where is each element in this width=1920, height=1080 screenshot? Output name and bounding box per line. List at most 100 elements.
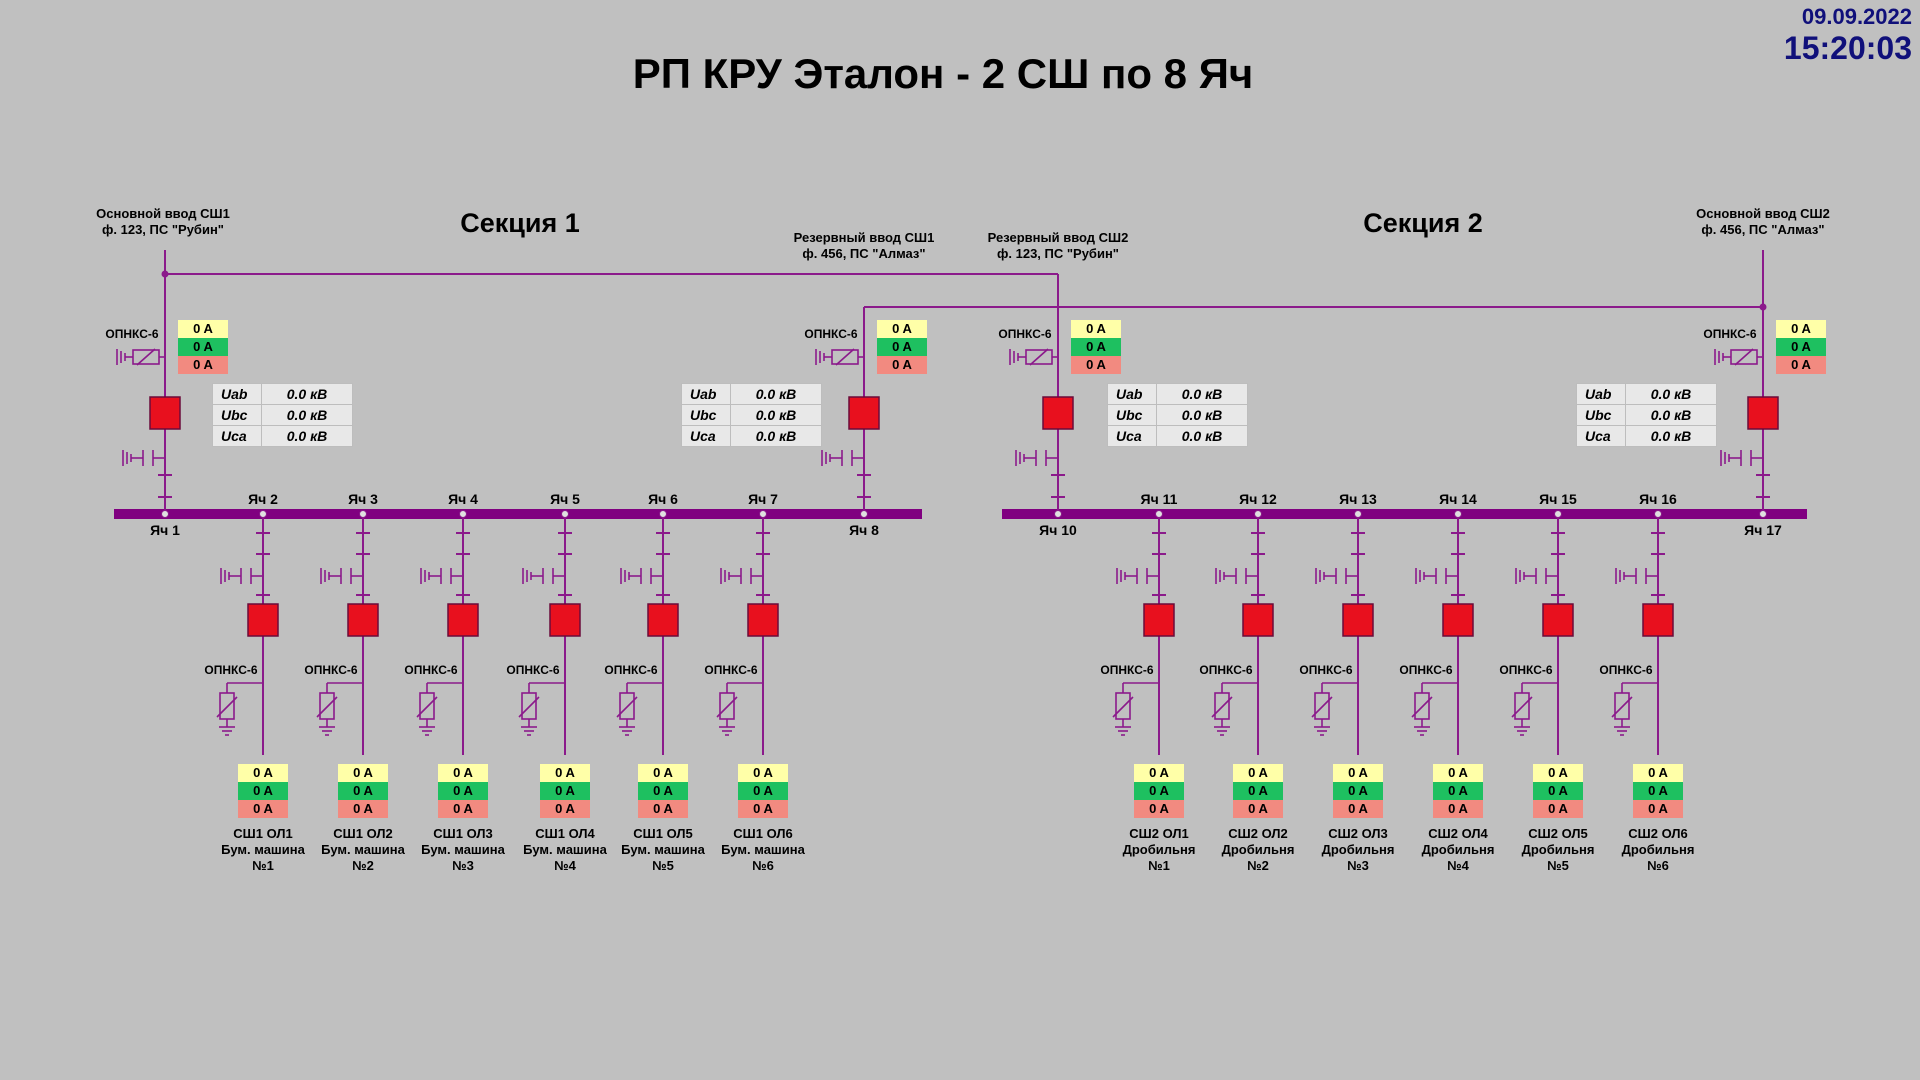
input-feeder: ф. 456, ПС "Алмаз"	[1701, 222, 1825, 237]
phase-c-current: 0 A	[540, 800, 590, 818]
phase-b-current: 0 A	[238, 782, 288, 800]
feeder-bay-12-bus-dot	[1654, 510, 1662, 518]
ubc-label: Ubc	[1107, 404, 1157, 426]
phase-b-current: 0 A	[877, 338, 927, 356]
phase-a-current: 0 A	[238, 764, 288, 782]
feeder-caption-5: СШ1 ОЛ5 Бум. машина №5	[603, 826, 723, 874]
uca-label: Uca	[681, 425, 731, 447]
phase-b-current: 0 A	[338, 782, 388, 800]
feeder-number: №2	[1247, 858, 1269, 873]
feeder-bay-6-arrester-slash	[716, 696, 738, 718]
input-bay-3-breaker	[1042, 396, 1074, 430]
feeder-bay-6-bus-dot	[759, 510, 767, 518]
uab-value: 0.0 кВ	[1156, 383, 1248, 405]
feeder-name: СШ1 ОЛ4	[535, 826, 595, 841]
feeder-name: СШ1 ОЛ6	[733, 826, 793, 841]
uab-label: Uab	[1107, 383, 1157, 405]
feeder-number: №2	[352, 858, 374, 873]
cell-label-13: Яч 14	[1439, 491, 1477, 507]
input-feeder: ф. 123, ПС "Рубин"	[997, 246, 1119, 261]
feeder-caption-11: СШ2 ОЛ5 Дробильня №5	[1498, 826, 1618, 874]
ubc-value: 0.0 кВ	[730, 404, 822, 426]
input-arrester-label-2: ОПНКС-6	[804, 327, 858, 341]
feeder-bay-3-bus-dot	[459, 510, 467, 518]
input-name: Резервный ввод СШ1	[793, 230, 935, 245]
feeder-name: СШ2 ОЛ3	[1328, 826, 1388, 841]
feeder-arrester-label-2: ОПНКС-6	[304, 663, 358, 677]
feeder-bay-2-arrester-slash	[316, 696, 338, 718]
feeder-arrester-label-7: ОПНКС-6	[1100, 663, 1154, 677]
feeder-number: №1	[1148, 858, 1170, 873]
feeder-load: Бум. машина	[621, 842, 705, 857]
feeder-number: №6	[1647, 858, 1669, 873]
phase-a-current: 0 A	[1533, 764, 1583, 782]
feeder-load: Дробильня	[1122, 842, 1196, 857]
feeder-load: Бум. машина	[221, 842, 305, 857]
feeder-arrester-label-1: ОПНКС-6	[204, 663, 258, 677]
uca-value: 0.0 кВ	[261, 425, 353, 447]
busbar-section-2	[1002, 509, 1807, 519]
input-arrester-label-3: ОПНКС-6	[998, 327, 1052, 341]
feeder-arrester-label-4: ОПНКС-6	[506, 663, 560, 677]
feeder-bay-5-breaker	[647, 603, 679, 637]
feeder-arrester-label-9: ОПНКС-6	[1299, 663, 1353, 677]
cell-label-16: Яч 17	[1744, 522, 1782, 538]
phase-b-current: 0 A	[1071, 338, 1121, 356]
cell-label-15: Яч 16	[1639, 491, 1677, 507]
feeder-caption-8: СШ2 ОЛ2 Дробильня №2	[1198, 826, 1318, 874]
feeder-name: СШ2 ОЛ4	[1428, 826, 1488, 841]
feeder-bay-4-arrester-slash	[518, 696, 540, 718]
uca-label: Uca	[1576, 425, 1626, 447]
feeder-name: СШ1 ОЛ5	[633, 826, 693, 841]
feeder-load: Дробильня	[1321, 842, 1395, 857]
input-bay-2-bus-dot	[860, 510, 868, 518]
feeder-load: Бум. машина	[523, 842, 607, 857]
feeder-bay-7-arrester-slash	[1112, 696, 1134, 718]
cell-label-6: Яч 6	[648, 491, 678, 507]
input-feeder: ф. 123, ПС "Рубин"	[102, 222, 224, 237]
input-current-block-3: 0 A 0 A 0 A	[1071, 320, 1121, 374]
uca-value: 0.0 кВ	[730, 425, 822, 447]
phase-a-current: 0 A	[1433, 764, 1483, 782]
ubc-value: 0.0 кВ	[1625, 404, 1717, 426]
feeder-bay-10-breaker	[1442, 603, 1474, 637]
phase-b-current: 0 A	[1776, 338, 1826, 356]
feeder-bay-9-breaker	[1342, 603, 1374, 637]
phase-c-current: 0 A	[338, 800, 388, 818]
uab-value: 0.0 кВ	[1625, 383, 1717, 405]
feeder-name: СШ1 ОЛ2	[333, 826, 393, 841]
phase-b-current: 0 A	[1533, 782, 1583, 800]
phase-b-current: 0 A	[738, 782, 788, 800]
phase-c-current: 0 A	[1233, 800, 1283, 818]
feeder-bay-8-bus-dot	[1254, 510, 1262, 518]
feeder-bay-4-bus-dot	[561, 510, 569, 518]
phase-c-current: 0 A	[638, 800, 688, 818]
cell-label-2: Яч 2	[248, 491, 278, 507]
feeder-bay-11-arrester-slash	[1511, 696, 1533, 718]
input-caption-2: Резервный ввод СШ1 ф. 456, ПС "Алмаз"	[754, 230, 974, 262]
feeder-current-block-8: 0 A 0 A 0 A	[1233, 764, 1283, 818]
phase-a-current: 0 A	[1134, 764, 1184, 782]
feeder-bay-11-breaker	[1542, 603, 1574, 637]
feeder-number: №1	[252, 858, 274, 873]
ubc-label: Ubc	[212, 404, 262, 426]
input-name: Основной ввод СШ1	[96, 206, 230, 221]
feeder-caption-12: СШ2 ОЛ6 Дробильня №6	[1598, 826, 1718, 874]
phase-c-current: 0 A	[1071, 356, 1121, 374]
phase-b-current: 0 A	[1633, 782, 1683, 800]
feeder-caption-7: СШ2 ОЛ1 Дробильня №1	[1099, 826, 1219, 874]
uca-label: Uca	[1107, 425, 1157, 447]
feeder-bay-2-breaker	[347, 603, 379, 637]
phase-a-current: 0 A	[1633, 764, 1683, 782]
feeder-number: №3	[1347, 858, 1369, 873]
phase-c-current: 0 A	[1333, 800, 1383, 818]
feeder-bay-4-breaker	[549, 603, 581, 637]
feeder-name: СШ2 ОЛ6	[1628, 826, 1688, 841]
feeder-number: №5	[652, 858, 674, 873]
uca-label: Uca	[212, 425, 262, 447]
input-bay-1-arrester-slash	[136, 348, 156, 366]
cell-label-8: Яч 8	[849, 522, 879, 538]
busbar-section-1	[114, 509, 922, 519]
